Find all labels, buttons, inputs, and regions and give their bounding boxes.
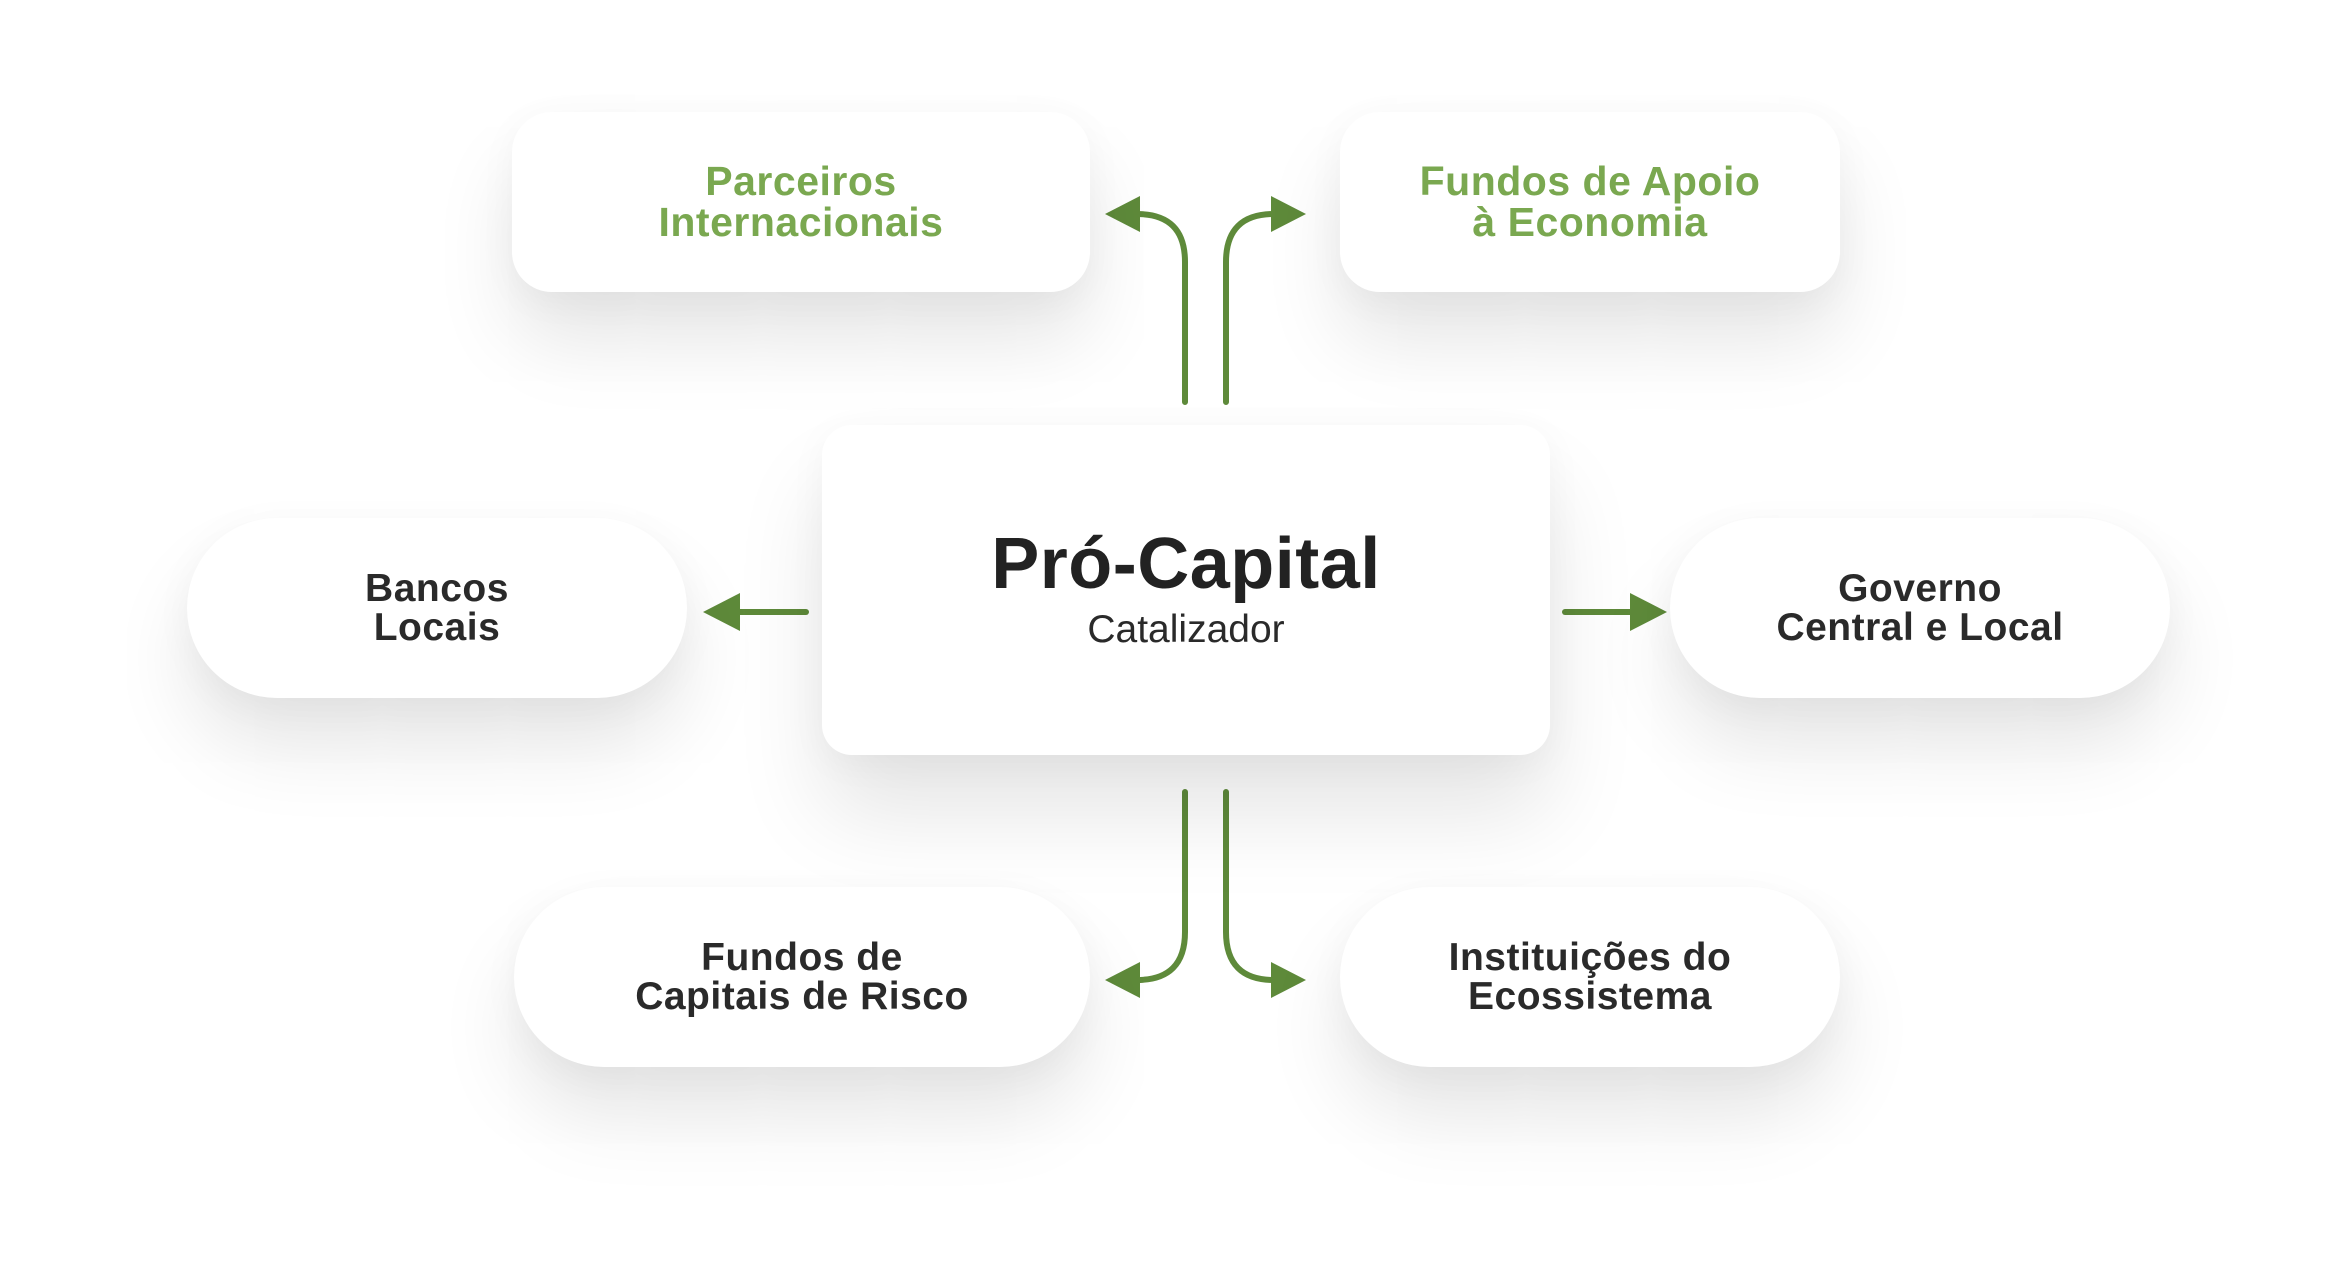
- node-label: Fundos de Capitais de Risco: [635, 938, 969, 1016]
- node-label-line2: Central e Local: [1776, 606, 2064, 649]
- node-instituicoes-ecossistema: Instituições do Ecossistema: [1340, 887, 1840, 1067]
- arrow-to-fundos-risco: [1125, 789, 1188, 983]
- arrow-to-parceiros: [1125, 211, 1188, 405]
- node-label-line1: Fundos de: [701, 936, 903, 979]
- center-title: Pró-Capital: [991, 524, 1381, 604]
- arrowhead-bancos: [703, 593, 740, 631]
- node-label: Instituições do Ecossistema: [1449, 938, 1732, 1016]
- arrowhead-instituicoes: [1271, 962, 1306, 998]
- node-fundos-capitais-risco: Fundos de Capitais de Risco: [514, 887, 1090, 1067]
- node-fundos-apoio-economia: Fundos de Apoio à Economia: [1340, 112, 1840, 292]
- arrowhead-parceiros: [1105, 196, 1140, 232]
- node-parceiros-internacionais: Parceiros Internacionais: [512, 112, 1090, 292]
- node-label-line2: Internacionais: [658, 199, 944, 245]
- arrowhead-governo: [1630, 593, 1667, 631]
- node-label-line1: Instituições do: [1448, 936, 1732, 979]
- node-label: Governo Central e Local: [1776, 569, 2063, 647]
- arrow-to-instituicoes: [1223, 789, 1286, 983]
- center-subtitle: Catalizador: [1087, 608, 1285, 651]
- node-label-line2: Capitais de Risco: [635, 975, 969, 1018]
- node-label: Fundos de Apoio à Economia: [1420, 161, 1761, 243]
- node-label-line1: Parceiros: [705, 158, 897, 204]
- node-governo-central-local: Governo Central e Local: [1670, 518, 2170, 698]
- node-bancos-locais: Bancos Locais: [187, 518, 687, 698]
- node-label-line1: Fundos de Apoio: [1419, 158, 1761, 204]
- node-center-pro-capital: Pró-Capital Catalizador: [822, 425, 1550, 755]
- node-label-line2: à Economia: [1472, 199, 1708, 245]
- node-label-line1: Governo: [1838, 567, 2002, 610]
- node-label-line1: Bancos: [365, 567, 509, 610]
- arrow-to-fundos-apoio: [1223, 211, 1286, 405]
- arrowhead-fundos-apoio: [1271, 196, 1306, 232]
- node-label-line2: Locais: [373, 606, 501, 649]
- arrowhead-fundos-risco: [1105, 962, 1140, 998]
- node-label: Parceiros Internacionais: [659, 161, 944, 243]
- node-label-line2: Ecossistema: [1468, 975, 1712, 1018]
- node-label: Bancos Locais: [365, 569, 509, 647]
